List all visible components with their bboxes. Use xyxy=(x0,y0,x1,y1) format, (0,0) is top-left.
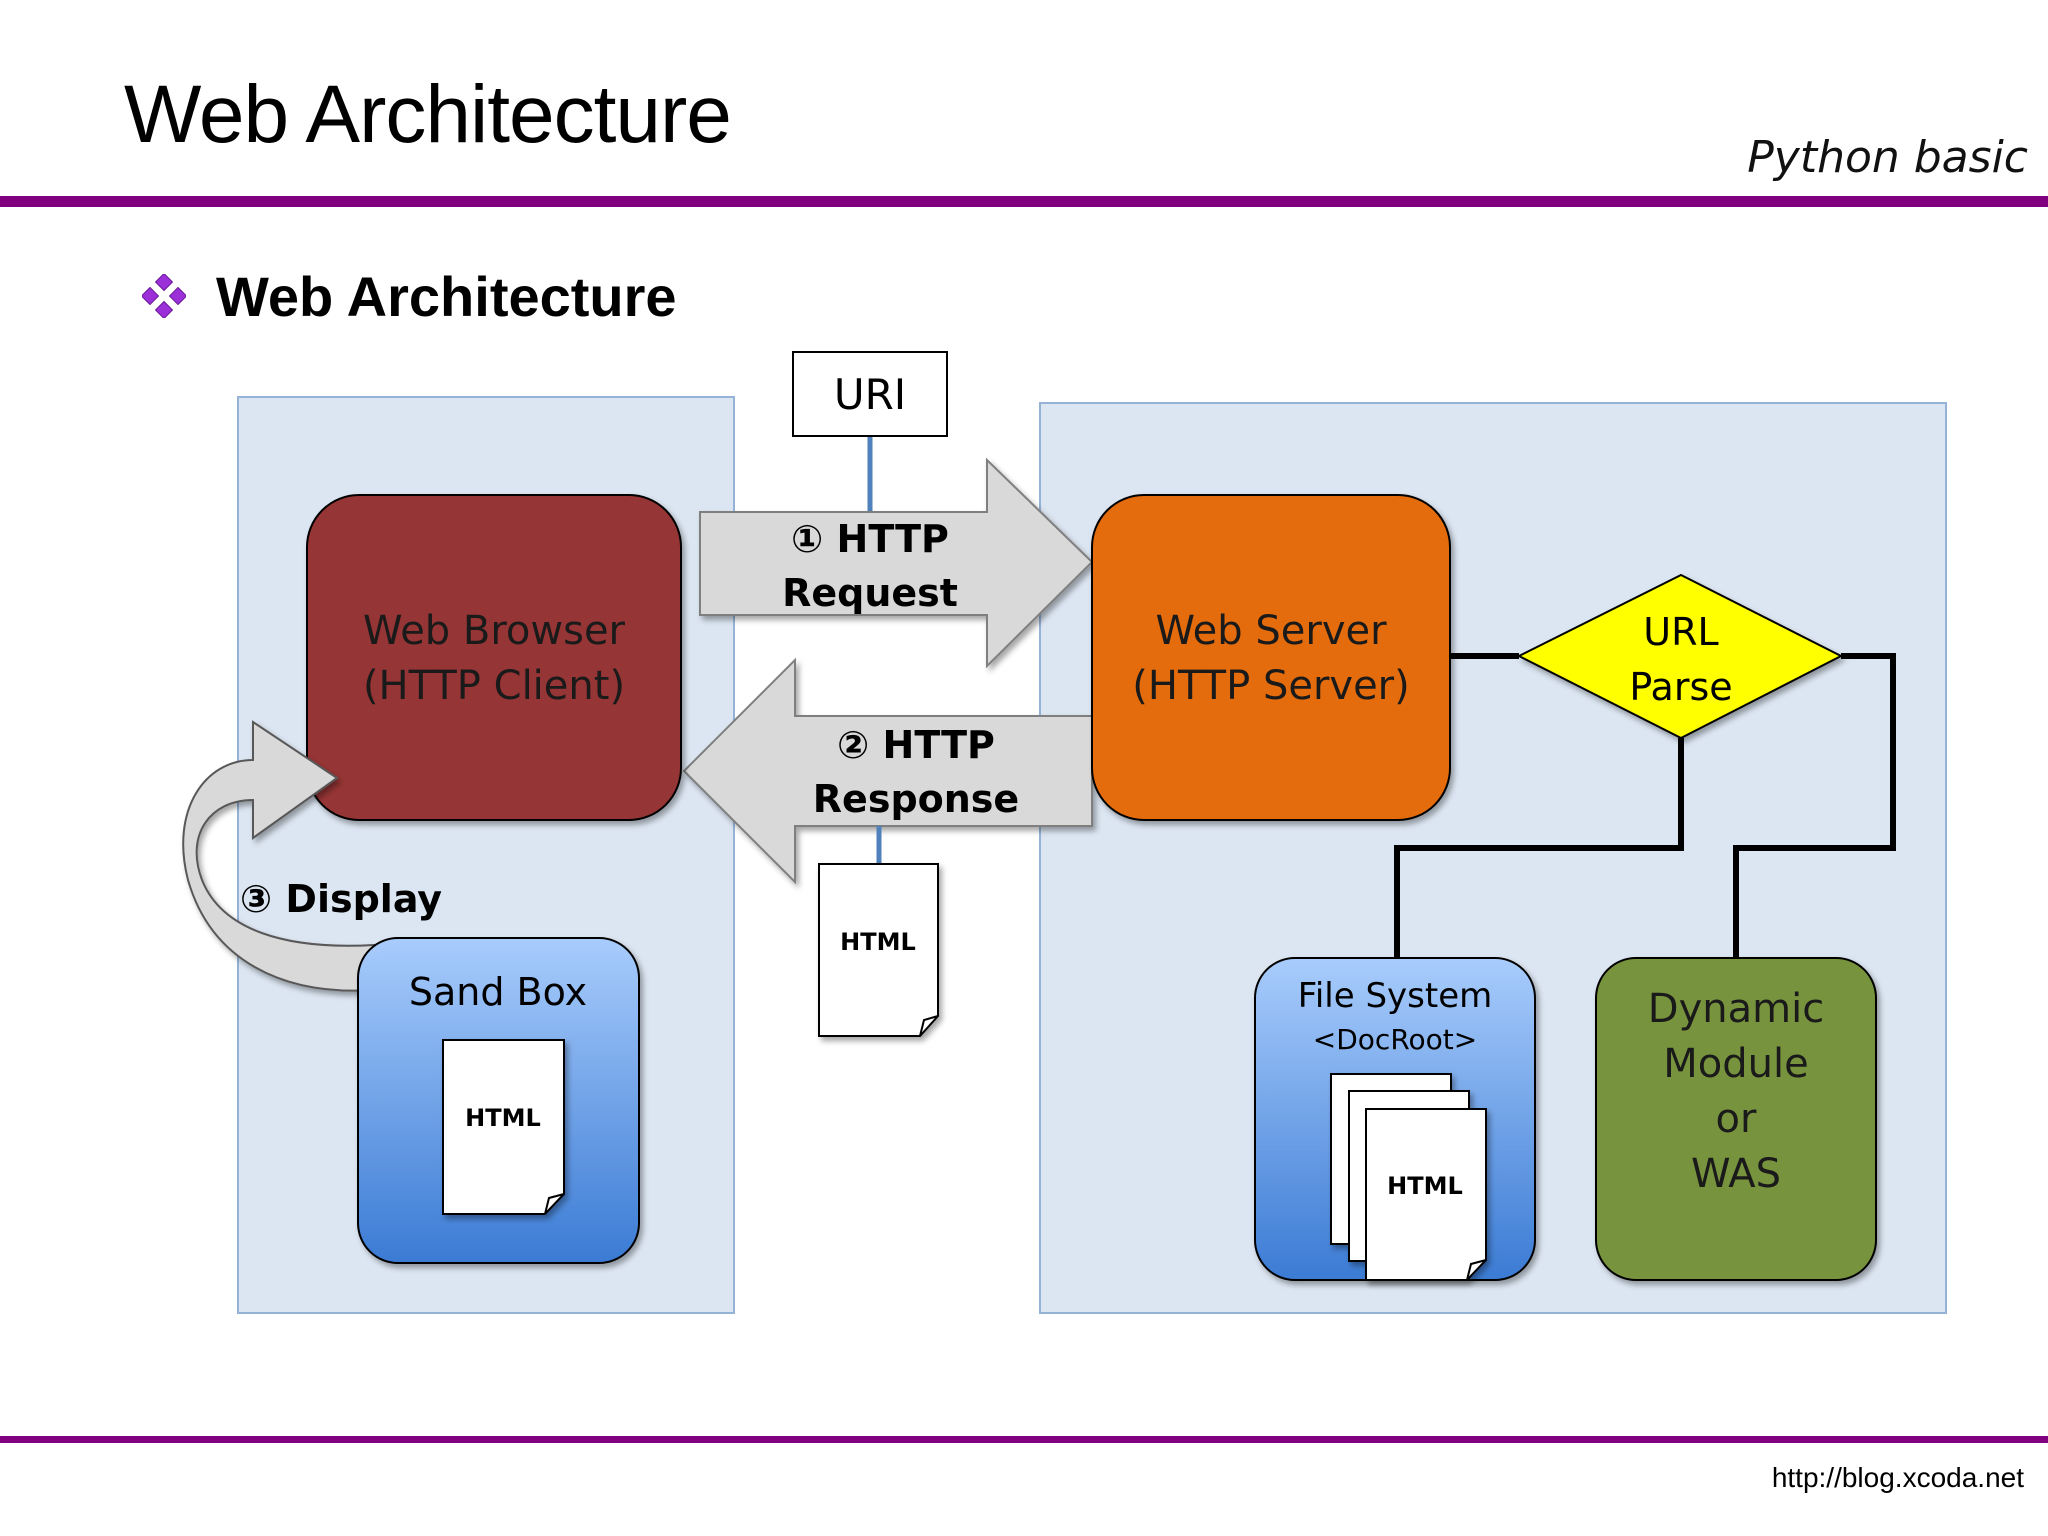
uri-box xyxy=(792,351,948,437)
url-parse-diamond xyxy=(1516,573,1844,740)
diamond-bullet-icon xyxy=(142,274,186,318)
footer-url: http://blog.xcoda.net xyxy=(1771,1462,2024,1493)
response-doc-label: HTML xyxy=(840,928,916,956)
sandbox-html-doc xyxy=(442,1039,565,1215)
uri-label: URI xyxy=(834,370,906,419)
dynamic-module-line3: or xyxy=(1716,1096,1757,1142)
server-label-line1: Web Server xyxy=(1155,608,1387,654)
server-label-line2: (HTTP Server) xyxy=(1132,663,1409,709)
browser-label-line1: Web Browser xyxy=(363,608,626,654)
bullet-heading: Web Architecture xyxy=(216,265,677,328)
web-server-box xyxy=(1091,494,1451,821)
response-label-line1: ② HTTP xyxy=(837,723,995,767)
response-label-line2: Response xyxy=(813,777,1019,821)
http-request-arrow xyxy=(699,457,1094,669)
bottom-divider xyxy=(0,1436,2048,1443)
slide-title: Web Architecture xyxy=(124,69,732,160)
web-browser-box xyxy=(306,494,682,821)
file-system-html-docs xyxy=(1330,1073,1487,1281)
file-system-line1: File System xyxy=(1298,976,1493,1016)
file-system-line2: <DocRoot> xyxy=(1313,1023,1477,1056)
routing-connectors xyxy=(1394,653,1896,958)
sandbox-title: Sand Box xyxy=(409,970,587,1014)
dynamic-module-line4: WAS xyxy=(1691,1151,1781,1197)
file-system-doc-label: HTML xyxy=(1387,1172,1463,1200)
request-label-line2: Request xyxy=(782,571,958,615)
dynamic-module-line2: Module xyxy=(1663,1041,1808,1087)
http-response-arrow xyxy=(682,657,1093,885)
url-parse-line1: URL xyxy=(1643,610,1718,654)
browser-label-line2: (HTTP Client) xyxy=(363,663,625,709)
top-divider xyxy=(0,196,2048,207)
response-html-doc xyxy=(818,863,939,1037)
course-label: Python basic xyxy=(1747,132,2028,183)
display-label: ③ Display xyxy=(240,877,442,921)
dynamic-module-line1: Dynamic xyxy=(1648,986,1824,1032)
display-arrow xyxy=(182,720,375,992)
url-parse-line2: Parse xyxy=(1629,665,1732,709)
sandbox-doc-label: HTML xyxy=(465,1104,541,1132)
dynamic-module-box xyxy=(1595,957,1877,1281)
request-label-line1: ① HTTP xyxy=(791,517,949,561)
